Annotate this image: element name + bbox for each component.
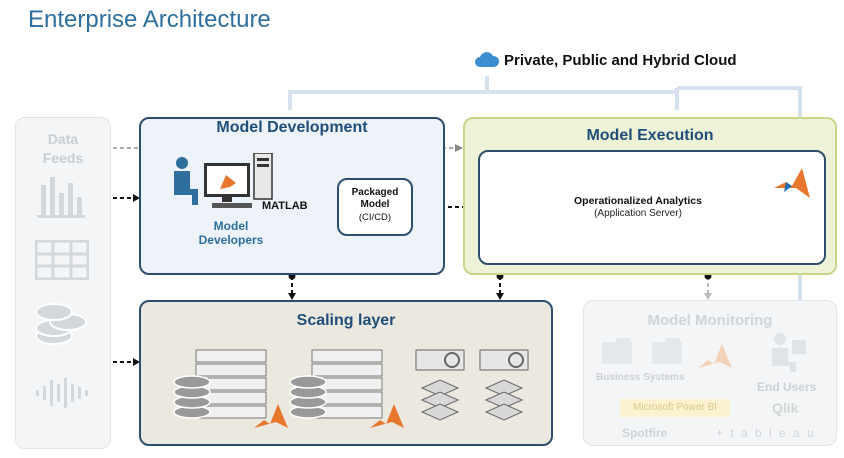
spotfire-logo: Spotfire xyxy=(622,426,668,440)
developer-workstation-icon xyxy=(174,153,273,208)
end-users-icon xyxy=(772,333,806,372)
model-development-title: Model Development xyxy=(216,119,368,136)
data-feeds-label: Data Feeds xyxy=(42,131,84,166)
page-title: Enterprise Architecture xyxy=(28,6,271,33)
scaling-layer-title: Scaling layer xyxy=(296,312,396,329)
model-execution-title: Model Execution xyxy=(586,127,714,144)
cloud-label: Private, Public and Hybrid Cloud xyxy=(504,52,737,69)
application-server-box xyxy=(478,150,826,265)
packaged-model-label: Packaged Model xyxy=(351,187,399,210)
server-cluster-icon xyxy=(289,349,404,428)
coins-icon xyxy=(35,303,87,345)
cloud-icon xyxy=(475,52,500,67)
matlab-logo-icon xyxy=(774,168,810,198)
power-bi-logo: Microsoft Power BI xyxy=(620,399,730,417)
data-feeds-panel xyxy=(15,117,111,449)
model-developers-label: Model Developers xyxy=(198,219,264,247)
model-monitoring-panel xyxy=(583,300,837,446)
end-users-label: End Users xyxy=(757,380,817,394)
server-cluster-icon xyxy=(173,349,288,428)
operationalized-analytics-label: Operationalized Analytics xyxy=(574,195,702,207)
model-monitoring-title: Model Monitoring xyxy=(647,312,773,329)
application-server-label: (Application Server) xyxy=(594,208,682,219)
table-icon xyxy=(35,240,89,280)
tableau-logo: + t a b l e a u xyxy=(716,426,816,440)
business-systems-icon xyxy=(602,338,732,368)
bar-chart-icon xyxy=(37,177,85,218)
qlik-logo: Qlik xyxy=(772,400,799,416)
matlab-label: MATLAB xyxy=(262,200,308,212)
gpu-cluster-icon xyxy=(415,349,529,421)
audio-wave-icon xyxy=(36,378,88,408)
business-systems-label: Business Systems xyxy=(596,372,685,383)
packaged-model-box xyxy=(337,178,413,236)
packaged-model-cicd: (CI/CD) xyxy=(358,212,392,223)
